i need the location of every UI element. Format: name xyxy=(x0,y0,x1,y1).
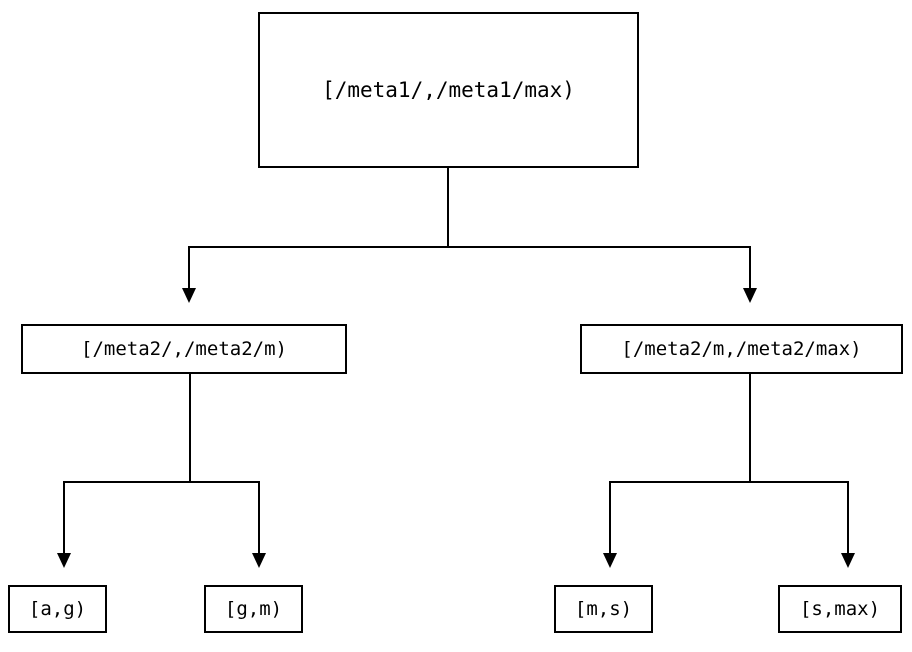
node-meta2-high[interactable]: [/meta2/m,/meta2/max) xyxy=(580,324,903,374)
edge-root-to-meta2-low-drop xyxy=(188,246,190,288)
node-meta2-low[interactable]: [/meta2/,/meta2/m) xyxy=(21,324,347,374)
node-leaf-ag[interactable]: [a,g) xyxy=(8,585,107,633)
node-leaf-gm-label: [g,m) xyxy=(224,597,283,620)
arrow-head-icon-to-leaf-ag xyxy=(57,553,71,568)
node-root[interactable]: [/meta1/,/meta1/max) xyxy=(258,12,639,168)
node-meta2-low-label: [/meta2/,/meta2/m) xyxy=(81,337,287,360)
node-leaf-gm[interactable]: [g,m) xyxy=(204,585,303,633)
node-leaf-ms[interactable]: [m,s) xyxy=(554,585,653,633)
edge-meta2-low-to-leaf-ag-drop xyxy=(63,481,65,553)
node-leaf-ms-label: [m,s) xyxy=(574,597,633,620)
edge-meta2-high-stem xyxy=(749,374,751,483)
edge-meta2-high-to-leaf-ms-drop xyxy=(609,481,611,553)
edge-meta2-low-stem xyxy=(189,374,191,483)
node-root-label: [/meta1/,/meta1/max) xyxy=(322,77,575,102)
edge-root-stem xyxy=(447,168,449,248)
edge-meta2-low-to-leaf-gm-drop xyxy=(258,481,260,553)
arrow-head-icon-to-leaf-gm xyxy=(252,553,266,568)
arrow-head-icon-to-leaf-ms xyxy=(603,553,617,568)
node-leaf-smax[interactable]: [s,max) xyxy=(778,585,902,633)
edge-meta2-high-to-leaf-smax-drop xyxy=(847,481,849,553)
node-meta2-high-label: [/meta2/m,/meta2/max) xyxy=(621,337,862,360)
arrow-head-icon-to-meta2-low xyxy=(182,288,196,303)
node-leaf-smax-label: [s,max) xyxy=(799,597,881,620)
arrow-head-icon-to-meta2-high xyxy=(743,288,757,303)
edge-root-to-meta2-high-drop xyxy=(749,246,751,288)
arrow-head-icon-to-leaf-smax xyxy=(841,553,855,568)
edge-root-crossbar xyxy=(188,246,751,248)
node-leaf-ag-label: [a,g) xyxy=(28,597,87,620)
edge-meta2-low-crossbar xyxy=(63,481,260,483)
edge-meta2-high-crossbar xyxy=(609,481,849,483)
